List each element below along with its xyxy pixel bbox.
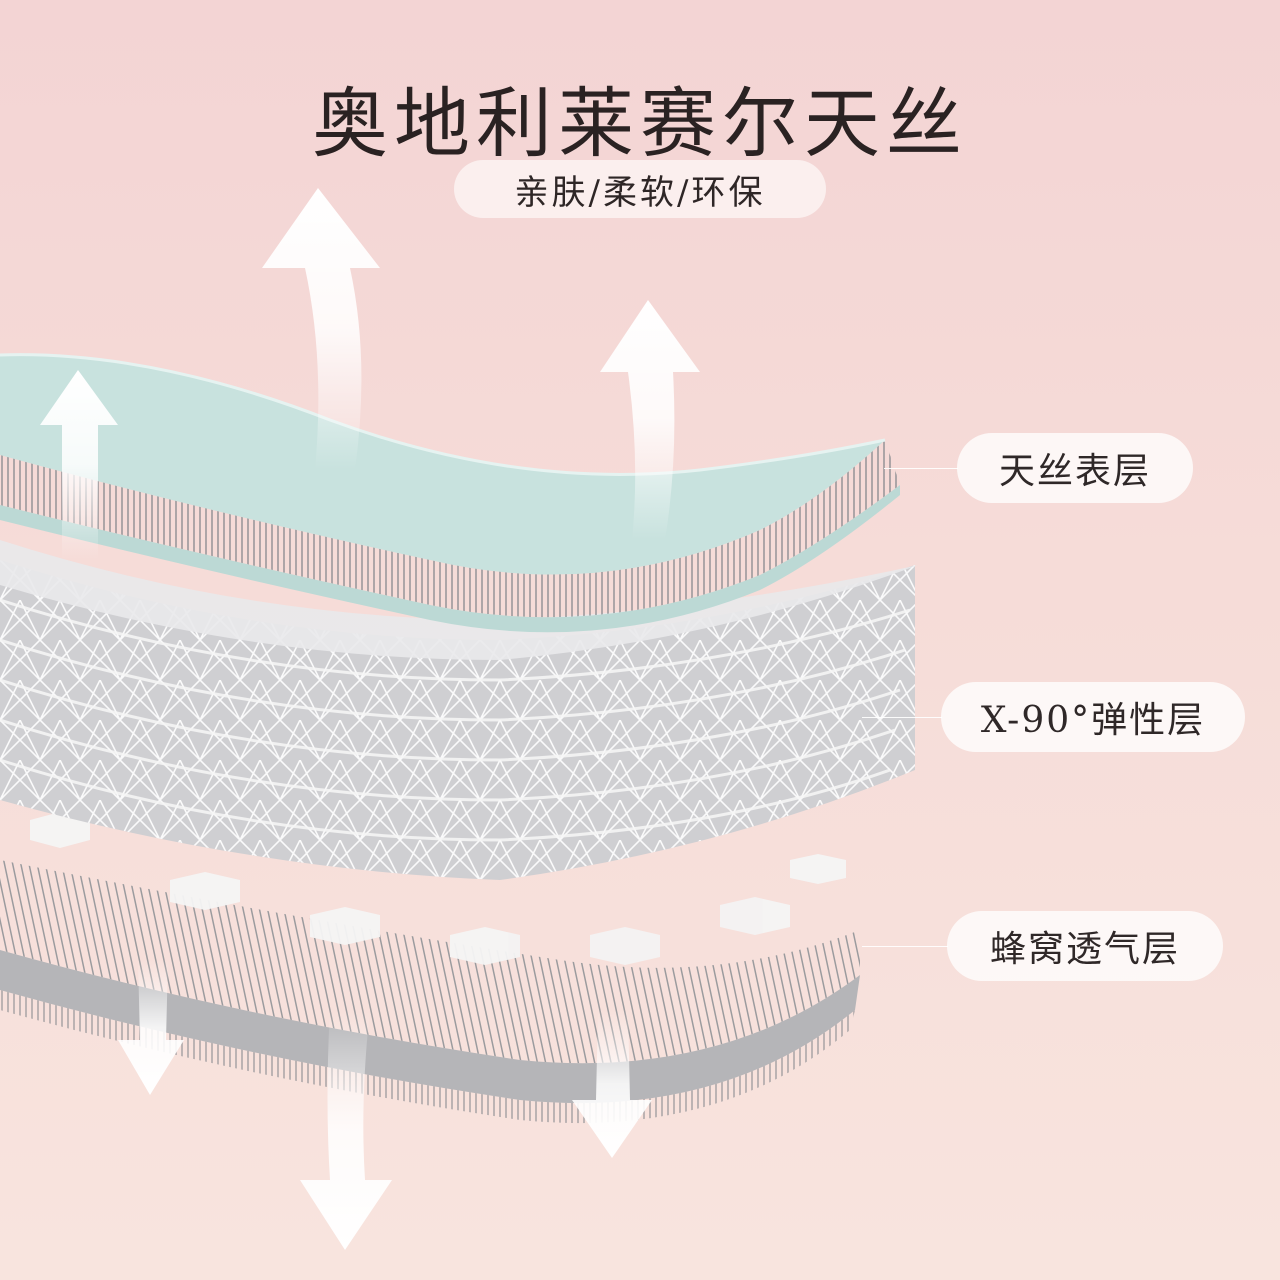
elastic-layer	[0, 540, 918, 880]
subtitle-text: 亲肤/柔软/环保	[514, 172, 766, 213]
up-arrow-icon	[40, 370, 118, 560]
page-title: 奥地利莱赛尔天丝	[312, 79, 968, 168]
up-arrow-icon	[262, 188, 380, 470]
down-arrow-icon	[118, 960, 184, 1095]
leader-line-honeycomb	[862, 946, 948, 947]
leader-line-tencel	[884, 468, 958, 469]
layer-label-honeycomb: 蜂窝透气层	[947, 911, 1223, 981]
layer-label-elastic: X-90°弹性层	[941, 682, 1245, 752]
up-arrow-icon	[600, 300, 700, 540]
leader-line-elastic	[862, 717, 942, 718]
honeycomb-layer	[0, 812, 860, 1124]
layer-label-text: 蜂窝透气层	[989, 929, 1180, 970]
down-arrow-icon	[300, 1010, 392, 1250]
layer-label-text: 天丝表层	[998, 451, 1151, 492]
subtitle-badge: 亲肤/柔软/环保	[454, 160, 826, 218]
down-arrow-icon	[572, 1010, 652, 1158]
layer-label-tencel: 天丝表层	[957, 433, 1193, 503]
layer-label-text: X-90°弹性层	[980, 700, 1206, 741]
